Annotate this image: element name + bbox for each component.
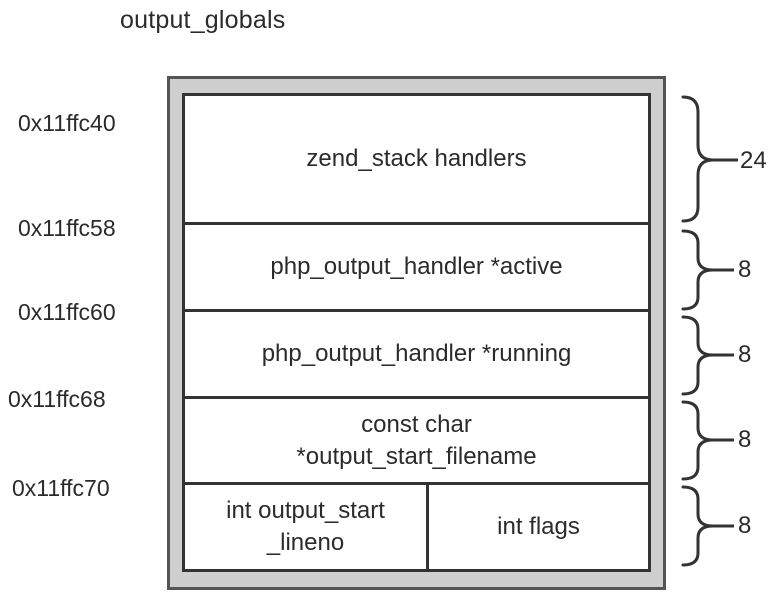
field-output-start-lineno: int output_start _lineno — [185, 485, 429, 569]
address-label-1: 0x11ffc58 — [18, 215, 116, 241]
size-label-lineno-flags: 8 — [738, 512, 752, 539]
size-label-handlers: 24 — [740, 147, 767, 174]
field-running-label: php_output_handler *running — [261, 340, 572, 367]
brace-running — [681, 315, 714, 396]
field-flags-label: int flags — [497, 513, 580, 540]
address-label-2: 0x11ffc60 — [18, 299, 116, 325]
size-label-active: 8 — [738, 256, 752, 283]
field-handlers-label: zend_stack handlers — [306, 145, 527, 172]
size-label-filename: 8 — [738, 426, 752, 453]
size-label-running: 8 — [738, 341, 752, 368]
brace-active — [681, 229, 714, 311]
field-active-label: php_output_handler *active — [270, 253, 563, 280]
brace-filename — [681, 400, 714, 481]
address-label-0: 0x11ffc40 — [18, 110, 116, 136]
field-running: php_output_handler *running — [185, 309, 648, 396]
field-row-lineno-flags: int output_start _lineno int flags — [185, 482, 648, 569]
field-lineno-line2: _lineno — [266, 529, 345, 556]
diagram-title: output_globals — [120, 6, 286, 34]
struct-memory-layout: zend_stack handlers php_output_handler *… — [182, 93, 651, 572]
brace-handlers — [681, 95, 714, 223]
field-lineno-line1: int output_start — [226, 497, 385, 524]
field-handlers: zend_stack handlers — [185, 96, 648, 222]
brace-lineno-flags — [681, 485, 714, 567]
field-flags: int flags — [429, 485, 648, 569]
field-filename-line2: *output_start_filename — [296, 442, 537, 470]
field-filename-line1: const char — [361, 410, 472, 438]
address-label-4: 0x11ffc70 — [12, 475, 110, 501]
field-output-start-filename: const char *output_start_filename — [185, 396, 648, 482]
field-active: php_output_handler *active — [185, 222, 648, 309]
address-label-3: 0x11ffc68 — [8, 386, 106, 412]
